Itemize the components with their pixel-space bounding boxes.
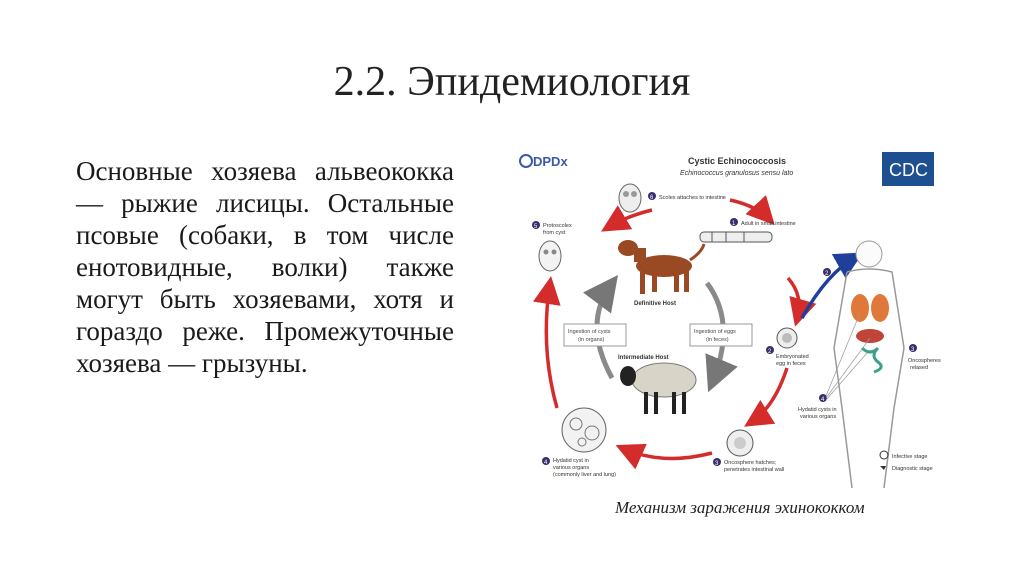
human-step-4-label-1: Hydatid cysts in	[798, 407, 837, 413]
ingestion-cysts-box: Ingestion of cysts (in organs)	[563, 323, 627, 347]
hydatid-cyst-illustration	[561, 407, 607, 453]
sheep-illustration	[620, 362, 697, 414]
step-6-label: Scolex attaches to intestine	[659, 195, 726, 201]
step-badge-1	[730, 218, 738, 226]
scolex-illustration	[618, 183, 642, 213]
step-5-label-1: Protoscolex	[543, 223, 572, 229]
svg-text:Ingestion of eggs: Ingestion of eggs	[694, 329, 736, 335]
figure-subtitle: Echinococcus granulosus sensu lato	[680, 170, 793, 177]
protoscolex-illustration	[538, 240, 562, 272]
human-step-badge-3	[909, 344, 917, 352]
human-step-4-label-2: various organs	[800, 414, 836, 420]
figure-caption: Механизм заражения эхинококком	[615, 498, 865, 517]
svg-text:4: 4	[821, 397, 825, 403]
svg-text:4: 4	[544, 460, 548, 466]
step-badge-3	[713, 458, 721, 466]
step-1-label: Adult in small intestine	[741, 221, 796, 227]
dog-illustration	[618, 240, 706, 294]
svg-text:3: 3	[911, 347, 915, 353]
dpdx-logo-text: DPDx	[533, 154, 568, 169]
svg-text:(in organs): (in organs)	[578, 337, 604, 343]
step-badge-2	[766, 346, 774, 354]
ingestion-eggs-box: Ingestion of eggs (in feces)	[689, 323, 753, 347]
step-5-label-2: from cyst	[543, 230, 566, 236]
step-4-label-3: (commonly liver and lung)	[553, 472, 616, 478]
intermediate-host-label: Intermediate Host	[618, 355, 669, 361]
step-2-label-2: egg in feces	[776, 361, 806, 367]
cycle-arrows	[532, 195, 817, 470]
svg-text:6: 6	[650, 195, 654, 201]
oncosphere-illustration	[726, 429, 754, 457]
figure-legend: Infective stage Diagnostic stage	[879, 450, 933, 472]
svg-text:2: 2	[768, 349, 772, 355]
epidemiology-paragraph: Основные хозяева альвеококка — рыжие лис…	[76, 156, 454, 378]
legend-infective: Infective stage	[892, 454, 927, 460]
svg-text:(in feces): (in feces)	[706, 337, 729, 343]
step-badge-4	[542, 457, 550, 465]
human-step-3-label-2: relased	[910, 365, 928, 371]
human-infection-arrow	[800, 252, 864, 319]
step-badge-5	[532, 221, 540, 229]
human-step-3-label-1: Oncospheres	[908, 358, 941, 364]
step-badge-6	[648, 192, 656, 200]
human-step-badge-4	[819, 394, 827, 402]
step-3-label-1: Oncosphere hatches;	[724, 460, 777, 466]
step-4-label-1: Hydatid cyst in	[553, 458, 589, 464]
step-4-label-2: various organs	[553, 465, 589, 471]
step-2-label-1: Embryonated	[776, 354, 809, 360]
svg-text:5: 5	[534, 224, 538, 230]
svg-text:2: 2	[825, 271, 829, 277]
human-step-badge-2	[823, 268, 831, 276]
dpdx-logo: DPDx	[519, 154, 568, 169]
cdc-logo-text: CDC	[889, 160, 928, 180]
life-cycle-figure: DPDx CDC Cystic Echinococcosis Echinococ…	[512, 148, 952, 489]
adult-worm-illustration	[699, 231, 773, 243]
legend-diagnostic: Diagnostic stage	[892, 466, 933, 472]
svg-text:3: 3	[715, 461, 719, 467]
svg-text:Ingestion of cysts: Ingestion of cysts	[568, 329, 611, 335]
human-illustration	[833, 240, 905, 489]
cdc-logo: CDC	[882, 152, 934, 186]
slide-title: 2.2. Эпидемиология	[333, 59, 691, 105]
step-3-label-2: penetrates intestinal wall	[724, 467, 784, 473]
egg-illustration	[776, 327, 798, 349]
figure-title: Cystic Echinococcosis	[688, 156, 786, 166]
definitive-host-label: Definitive Host	[634, 301, 676, 307]
svg-text:1: 1	[732, 221, 736, 227]
